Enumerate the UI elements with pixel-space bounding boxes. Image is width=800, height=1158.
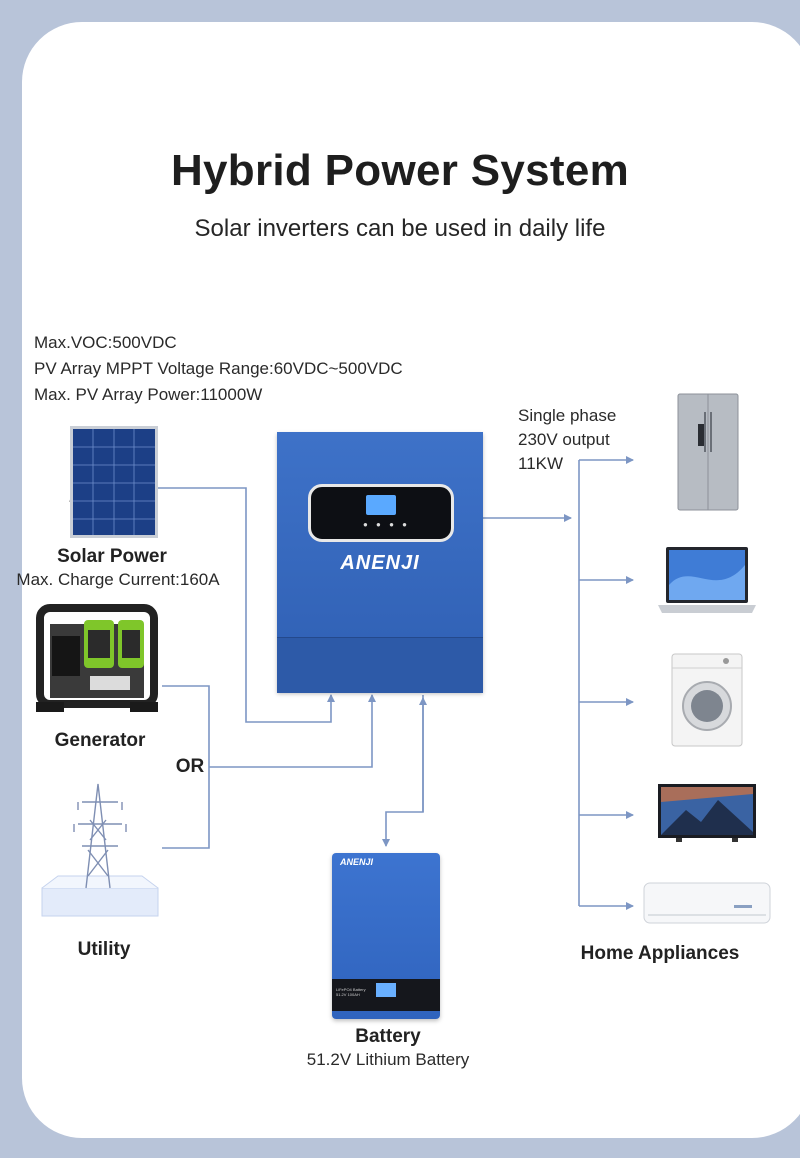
generator-icon (36, 604, 158, 712)
hybrid-inverter: ● ● ● ● ANENJI (277, 432, 483, 693)
inverter-display: ● ● ● ● (308, 484, 454, 542)
output-phase: Single phase (518, 406, 617, 425)
grid-wire (209, 694, 376, 768)
lithium-battery: ANENJI LiFePO4 Battery 51.2V 100AH (332, 853, 440, 1019)
battery-lcd (376, 983, 396, 997)
spec-pv-power: Max. PV Array Power:11000W (34, 385, 263, 404)
inverter-brand-logo: ANENJI (340, 552, 420, 574)
battery-brand-logo: ANENJI (340, 857, 374, 867)
inverter-lower-cover (277, 637, 483, 693)
laptop-icon (658, 547, 756, 613)
air-conditioner-icon (643, 882, 771, 924)
solar-charge-current: Max. Charge Current:160A (16, 570, 220, 589)
solar-wire (158, 487, 335, 723)
solar-panel-icon (69, 426, 158, 538)
home-appliances-label: Home Appliances (580, 943, 740, 964)
spec-max-voc: Max.VOC:500VDC (34, 333, 177, 352)
output-voltage: 230V output (518, 430, 610, 449)
inverter-buttons: ● ● ● ● (363, 520, 410, 529)
output-power: 11KW (518, 454, 564, 473)
television-icon (658, 784, 756, 842)
battery-label: Battery (355, 1026, 421, 1047)
utility-label: Utility (77, 939, 131, 960)
utility-tower-icon (41, 783, 159, 917)
washing-machine-icon (671, 653, 743, 747)
inverter-lcd (366, 495, 396, 515)
battery-panel-text: LiFePO4 Battery 51.2V 100AH (336, 987, 366, 997)
spec-mppt-range: PV Array MPPT Voltage Range:60VDC~500VDC (34, 359, 403, 378)
generator-label: Generator (54, 730, 146, 751)
page-subtitle: Solar inverters can be used in daily lif… (194, 215, 606, 242)
page-title: Hybrid Power System (170, 146, 630, 195)
battery-detail: 51.2V Lithium Battery (306, 1050, 470, 1069)
refrigerator-icon (677, 393, 739, 511)
solar-label: Solar Power (57, 546, 167, 567)
or-label: OR (175, 756, 205, 777)
battery-panel: LiFePO4 Battery 51.2V 100AH (332, 979, 440, 1011)
battery-wire (382, 695, 424, 847)
